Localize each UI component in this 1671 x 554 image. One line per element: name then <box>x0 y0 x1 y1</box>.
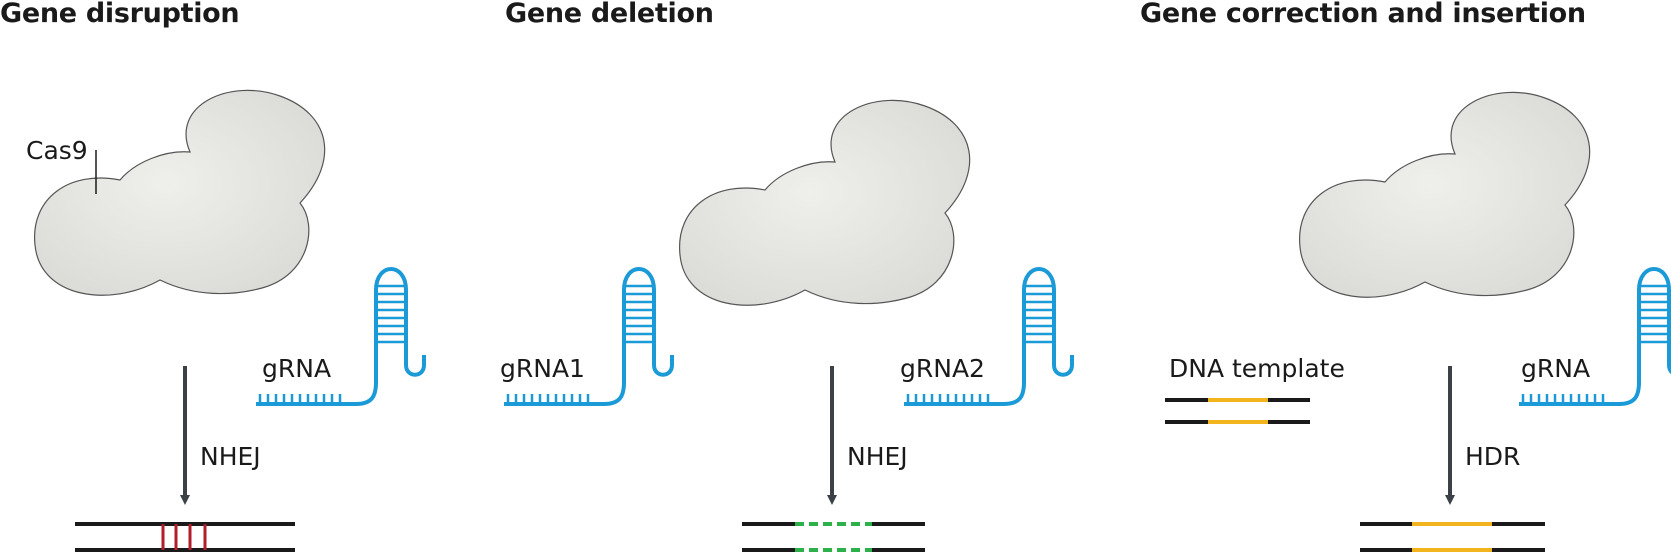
nhej-label-disruption: NHEJ <box>200 442 261 471</box>
dna-deleted <box>742 522 925 552</box>
panel-title-gene-disruption: Gene disruption <box>0 0 240 29</box>
cas9-protein-disruption <box>33 89 326 296</box>
panel-title-gene-correction: Gene correction and insertion <box>1140 0 1586 29</box>
dna-disrupted <box>75 522 295 552</box>
dna-template-label: DNA template <box>1169 354 1345 383</box>
grna-label-disruption: gRNA <box>262 354 332 383</box>
cas9-label: Cas9 <box>26 136 88 165</box>
grna1-label: gRNA1 <box>500 354 585 383</box>
cas9-protein-correction <box>1298 91 1591 298</box>
dna-template <box>1165 398 1310 424</box>
nhej-label-deletion: NHEJ <box>847 442 908 471</box>
grna2-deletion <box>902 267 1074 406</box>
grna1-deletion <box>502 267 674 406</box>
grna-correction <box>1517 267 1671 406</box>
panel-title-gene-deletion: Gene deletion <box>505 0 714 29</box>
hdr-label: HDR <box>1465 442 1521 471</box>
grna-disruption <box>254 267 426 406</box>
grna2-label: gRNA2 <box>900 354 985 383</box>
dna-corrected <box>1360 522 1545 552</box>
indel-marks <box>161 524 207 550</box>
grna-label-correction: gRNA <box>1521 354 1591 383</box>
cas9-protein-deletion <box>678 99 971 306</box>
